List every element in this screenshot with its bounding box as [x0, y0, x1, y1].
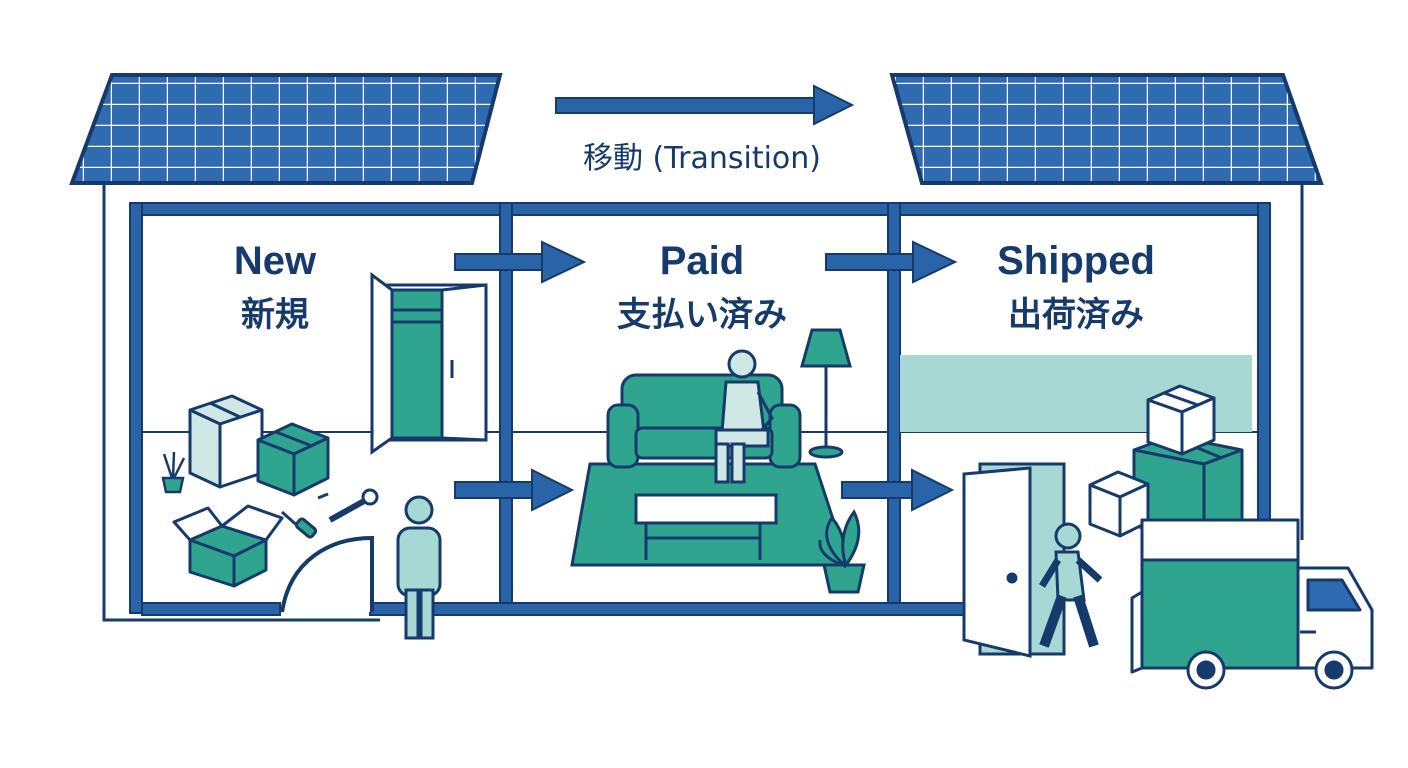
- transition-label: 移動 (Transition): [583, 141, 821, 176]
- arrow-paid-to-shipped-lower: [841, 468, 955, 512]
- seated-person-icon: [714, 349, 774, 484]
- potted-plant-icon: [818, 509, 866, 594]
- stage-paid-name-ja: 支払い済み: [617, 295, 787, 335]
- solar-roof-left: [69, 73, 503, 185]
- stage-paid-name-en: Paid: [660, 239, 744, 283]
- stage-new-label: New 新規: [234, 239, 317, 335]
- wardrobe-icon: [370, 272, 488, 455]
- stage-paid-label: Paid 支払い済み: [617, 239, 787, 335]
- delivery-truck-icon: [1130, 518, 1374, 690]
- person-standing-icon: [396, 495, 442, 640]
- walking-person-icon: [1039, 522, 1103, 648]
- stage-new-name-en: New: [234, 239, 317, 283]
- arrow-paid-to-shipped-upper: [825, 240, 958, 284]
- arrow-new-to-paid-upper: [454, 240, 587, 284]
- stage-new-name-ja: 新規: [241, 295, 309, 335]
- open-box-icon: [172, 504, 284, 588]
- stage-shipped-name-en: Shipped: [997, 239, 1155, 283]
- floor-lamp-icon: [800, 328, 852, 459]
- box-pile-icon: [1088, 384, 1244, 542]
- solar-roof-right: [889, 73, 1324, 185]
- screwdriver-icon: [281, 510, 318, 539]
- potted-plant-small-icon: [161, 451, 186, 494]
- wrench-icon: [317, 488, 379, 523]
- coffee-table-icon: [634, 493, 778, 560]
- transition-arrow: [555, 84, 855, 126]
- stage-shipped-label: Shipped 出荷済み: [997, 239, 1155, 335]
- box-stack-icon: [188, 394, 330, 497]
- stage-shipped-name-ja: 出荷済み: [1008, 295, 1144, 335]
- arrow-new-to-paid-lower: [454, 468, 575, 512]
